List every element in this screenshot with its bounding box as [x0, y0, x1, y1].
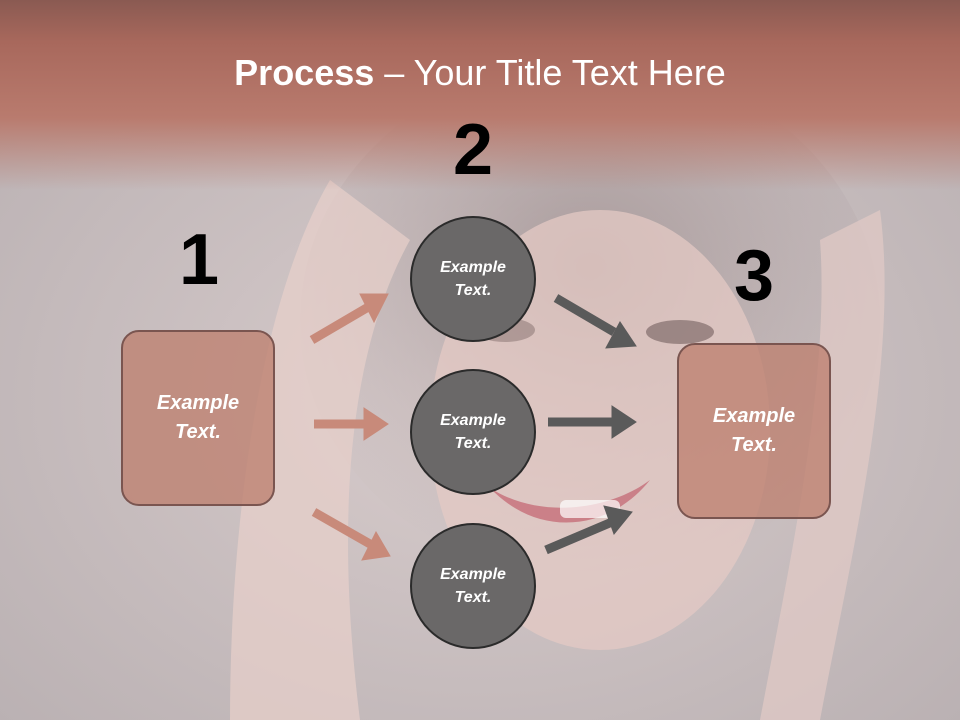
circle-top-text: Example Text. [440, 259, 506, 299]
step-number-2: 2 [452, 110, 494, 190]
left-box[interactable]: Example Text. [121, 330, 275, 506]
arrow-to-middle [314, 407, 389, 441]
header-band [0, 0, 960, 190]
circle-top[interactable]: Example Text. [410, 216, 536, 342]
step-number-3: 3 [733, 236, 775, 316]
arrow-from-top [553, 294, 637, 349]
step-number-1: 1 [178, 220, 220, 300]
circle-middle[interactable]: Example Text. [410, 369, 536, 495]
title-rest: – Your Title Text Here [374, 52, 726, 93]
circle-middle-text: Example Text. [440, 412, 506, 452]
circle-bottom[interactable]: Example Text. [410, 523, 536, 649]
slide-title: Process – Your Title Text Here [0, 52, 960, 94]
right-box-text: Example Text. [712, 405, 796, 456]
right-box[interactable]: Example Text. [677, 343, 831, 519]
right-arrows [544, 294, 637, 555]
circle-bottom-text: Example Text. [440, 566, 506, 606]
arrow-to-top [309, 293, 389, 344]
title-bold: Process [234, 52, 375, 93]
arrow-to-bottom [311, 508, 391, 561]
left-arrows [309, 293, 391, 561]
arrow-from-bottom [544, 505, 633, 555]
arrow-from-middle [548, 405, 637, 439]
left-box-text: Example Text. [156, 392, 240, 443]
